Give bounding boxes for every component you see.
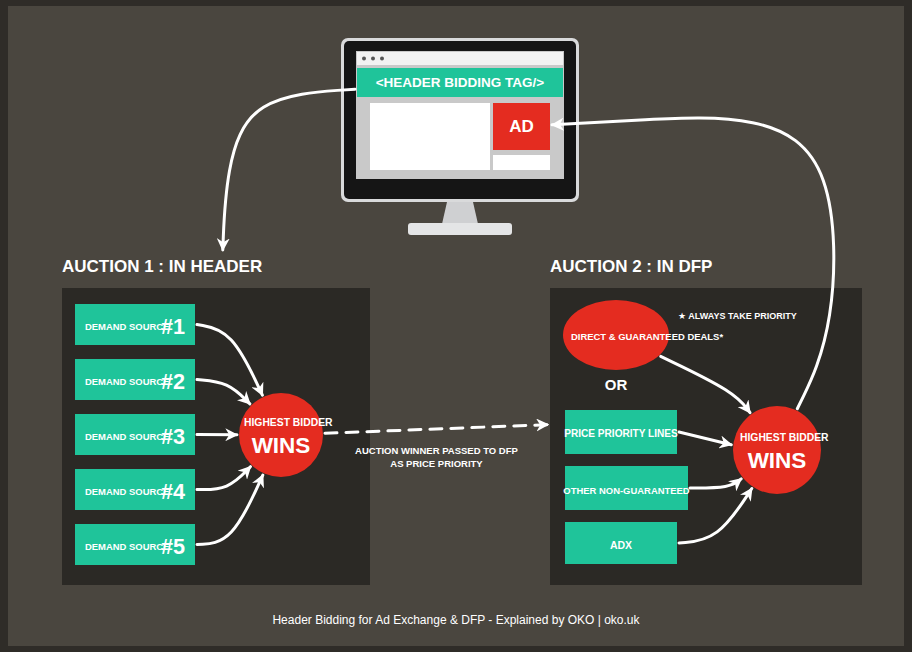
browser-dot	[380, 57, 384, 61]
panel-heading: AUCTION 1 : IN HEADER	[62, 252, 370, 277]
flow-arrow	[197, 325, 262, 396]
caption: Header Bidding for Ad Exchange & DFP - E…	[0, 613, 912, 627]
node-label: DIRECT & GUARANTEED DEALS*	[571, 327, 661, 343]
node-label: <HEADER BIDDING TAG/>	[376, 75, 545, 90]
source-number: #5	[161, 529, 185, 560]
source-name: DEMAND SOURCE	[85, 427, 145, 443]
flow-arrow	[197, 433, 237, 436]
node-label: WINS	[740, 444, 814, 473]
source-name: DEMAND SOURCE	[85, 372, 145, 388]
browser-dot	[371, 57, 375, 61]
connectors	[197, 89, 834, 544]
ground	[8, 6, 904, 646]
flow-arrow	[679, 488, 752, 543]
text-holder: DIRECT & GUARANTEED DEALS*	[571, 327, 661, 343]
node-label: HIGHEST BIDDER	[244, 412, 318, 429]
or-label: OR	[598, 376, 634, 393]
node-label: ADX	[610, 534, 632, 552]
node-label: PRICE PRIORITY LINES	[564, 423, 678, 440]
panel-ground	[62, 288, 370, 585]
text-holder: HIGHEST BIDDERWINS	[740, 427, 814, 473]
demand-source-box: DEMAND SOURCE #4	[75, 469, 195, 510]
source-name: DEMAND SOURCE	[85, 537, 145, 553]
auction-panel: AUCTION 1 : IN HEADERDEMAND SOURCE#1DEMA…	[62, 252, 370, 585]
monitor-base	[408, 223, 512, 235]
auction-panel: AUCTION 2 : IN DFP DIRECT & GUARANTEED DE…	[550, 252, 862, 585]
priority-ellipse: DIRECT & GUARANTEED DEALS*	[563, 300, 669, 370]
flow-arrow	[197, 467, 250, 490]
monitor-bezel	[344, 41, 576, 199]
winner-circle: HIGHEST BIDDERWINS	[733, 406, 821, 494]
monitor-neck	[442, 202, 478, 224]
monitor-screen	[356, 51, 564, 179]
demand-source-box: DEMAND SOURCE #2	[75, 359, 195, 400]
header-tag-bar: <HEADER BIDDING TAG/>	[357, 68, 563, 97]
dashed-arrow	[325, 425, 548, 434]
page-content-block	[493, 155, 550, 170]
source-number: #3	[161, 419, 185, 450]
node-label: AD	[509, 117, 534, 137]
node-label: OTHER NON-GUARANTEED	[563, 480, 689, 496]
source-number: #4	[161, 474, 185, 505]
flow-arrow	[197, 380, 250, 404]
browser-bar	[357, 52, 563, 65]
edge-label: AUCTION WINNER PASSED TO DFP AS PRICE PR…	[351, 445, 521, 470]
priority-note: ★ ALWAYS TAKE PRIORITY	[678, 311, 797, 321]
flow-arrow	[197, 475, 263, 544]
winner-circle: HIGHEST BIDDERWINS	[239, 393, 323, 477]
demand-source-box: DEMAND SOURCE #3	[75, 414, 195, 455]
ad-slot: AD	[493, 103, 550, 150]
flow-arrow	[679, 432, 731, 445]
line-item-box: ADX	[565, 522, 677, 564]
text-holder: HIGHEST BIDDERWINS	[244, 412, 318, 458]
flow-arrow	[223, 89, 355, 250]
demand-source-box: DEMAND SOURCE #1	[75, 304, 195, 345]
shape-fill	[563, 300, 669, 370]
node-label: HIGHEST BIDDER	[740, 427, 814, 444]
page-content-block	[370, 103, 490, 170]
flow-arrow	[661, 356, 750, 412]
source-number: #1	[161, 309, 185, 340]
panel-heading: AUCTION 2 : IN DFP	[550, 252, 862, 277]
source-number: #2	[161, 364, 185, 395]
shape-fill	[239, 393, 323, 477]
source-name: DEMAND SOURCE	[85, 317, 145, 333]
line-item-box: PRICE PRIORITY LINES	[565, 410, 677, 454]
panel-ground	[550, 288, 862, 585]
flow-arrow	[690, 479, 741, 488]
browser-dot	[362, 57, 366, 61]
shape-fill	[733, 406, 821, 494]
monitor-rim	[341, 38, 579, 202]
source-name: DEMAND SOURCE	[85, 482, 145, 498]
line-item-box: OTHER NON-GUARANTEED	[565, 466, 688, 510]
node-label: WINS	[244, 429, 318, 458]
demand-source-box: DEMAND SOURCE #5	[75, 524, 195, 565]
